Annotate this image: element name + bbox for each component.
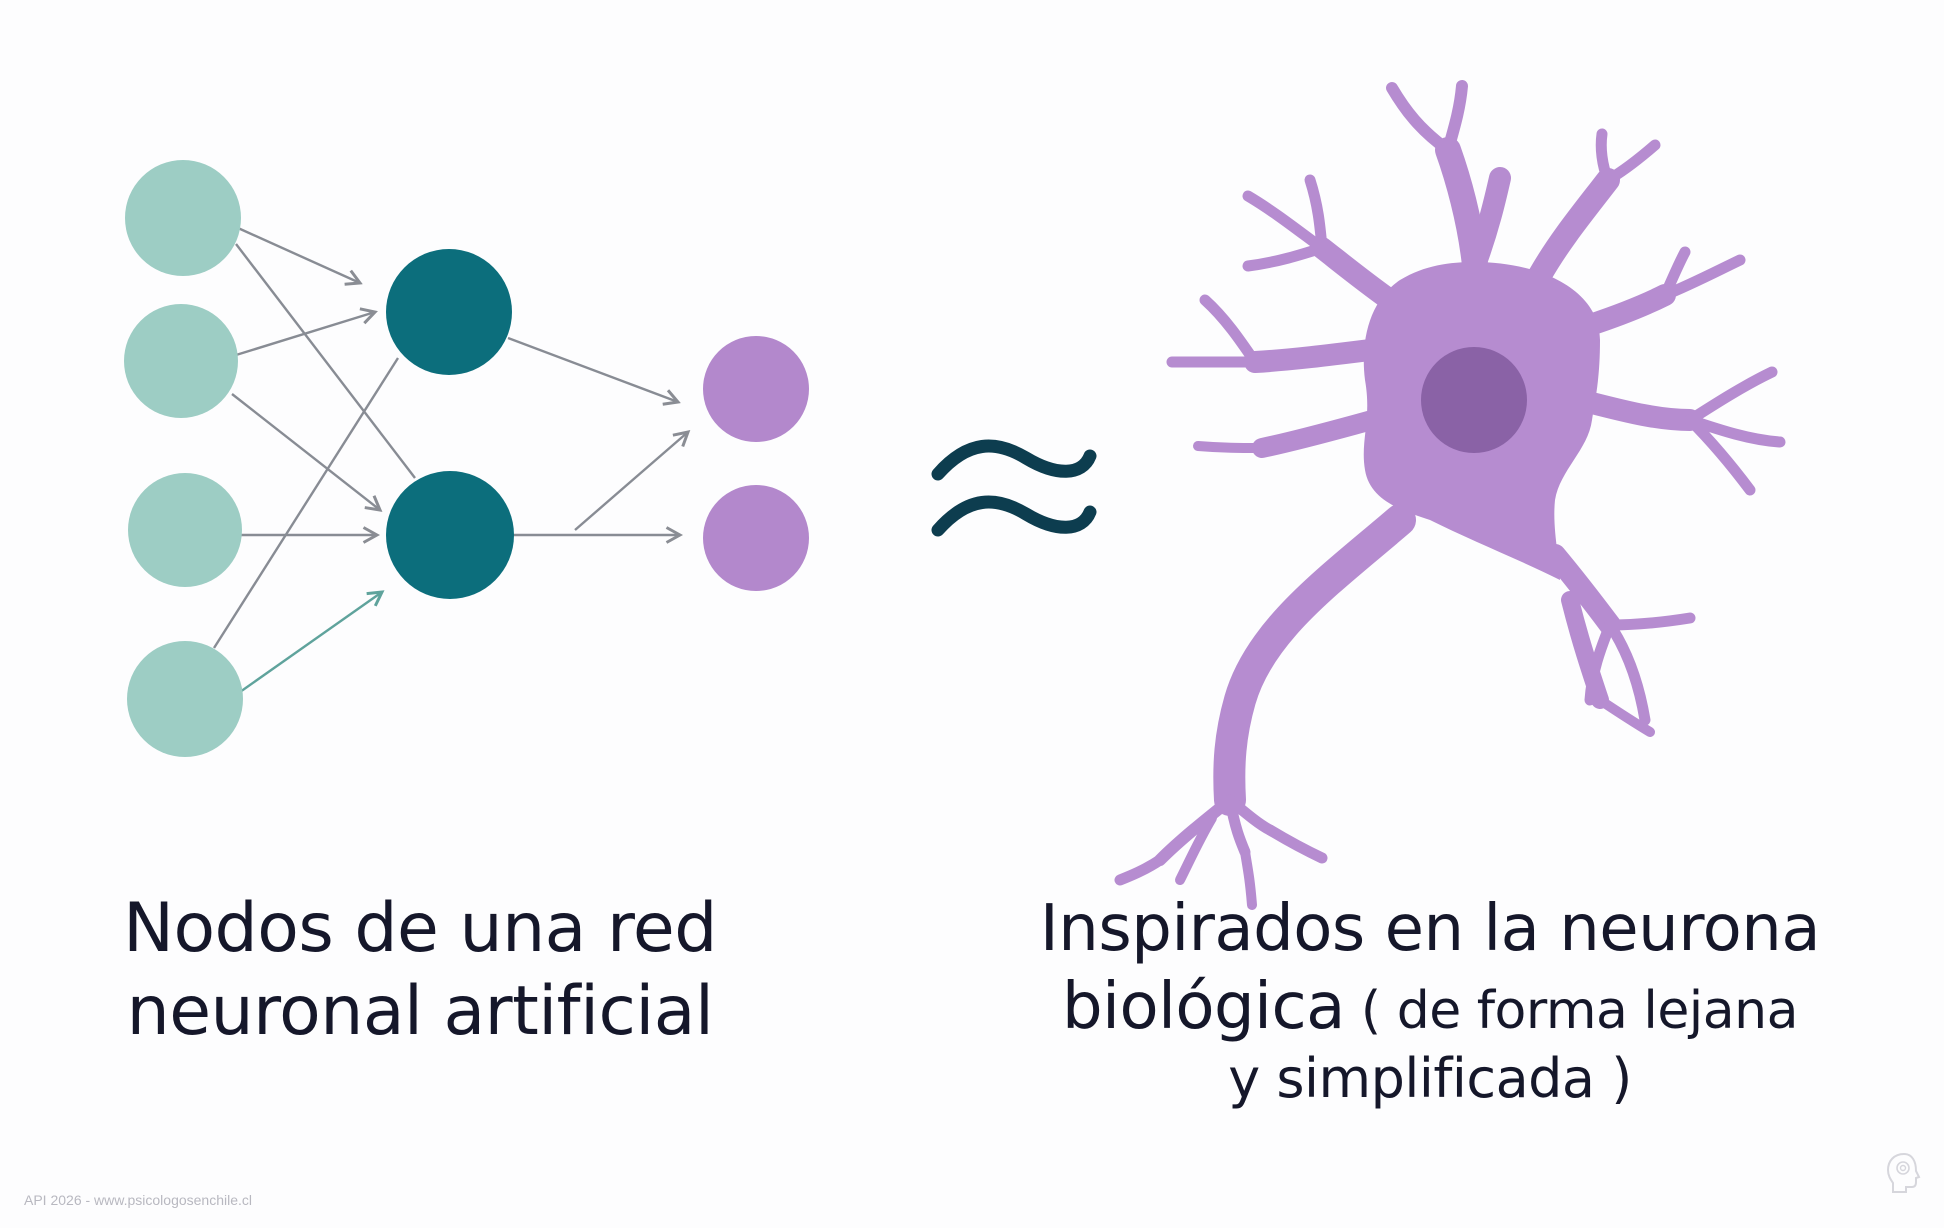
approx-icon — [931, 439, 1097, 537]
input-node — [128, 473, 242, 587]
biological-neuron-caption: Inspirados en la neurona biológica ( de … — [1030, 890, 1830, 1112]
hidden-node — [386, 471, 514, 599]
edge-h1-o1 — [507, 336, 678, 402]
edge-i1-h2 — [235, 243, 416, 479]
edge-h2-o1 — [574, 432, 688, 531]
edge-i1-h1 — [237, 226, 360, 283]
input-layer — [124, 160, 243, 757]
edge-i2-h2 — [231, 393, 380, 510]
caption-right-line-2: biológica ( de forma lejana — [1030, 968, 1830, 1046]
caption-left-line-1: Nodos de una red — [123, 889, 717, 968]
artificial-network-caption: Nodos de una red neuronal artificial — [120, 888, 720, 1054]
output-node — [703, 485, 809, 591]
caption-right-line-3: y simplificada ) — [1228, 1047, 1632, 1111]
hidden-layer — [386, 249, 514, 599]
input-node — [124, 304, 238, 418]
edge-i4-h1 — [212, 357, 400, 649]
neuron-icon — [1114, 80, 1786, 910]
caption-right-line-1: Inspirados en la neurona — [1039, 892, 1821, 966]
footer-credit: API 2026 - www.psicologosenchile.cl — [24, 1192, 253, 1208]
head-logo-icon — [1886, 1152, 1921, 1193]
input-node — [125, 160, 241, 276]
caption-left-line-2: neuronal artificial — [126, 971, 714, 1051]
edge-i2-h1 — [235, 312, 375, 357]
neuron-nucleus — [1421, 347, 1527, 453]
output-node — [703, 336, 809, 442]
hidden-node — [386, 249, 512, 375]
caption-right-biologica: biológica — [1062, 970, 1345, 1045]
input-node — [127, 641, 243, 757]
edge-i4-h2 — [239, 592, 382, 693]
caption-right-lejana: ( de forma lejana — [1344, 981, 1799, 1042]
network-connections — [212, 226, 688, 693]
output-layer — [703, 336, 809, 591]
